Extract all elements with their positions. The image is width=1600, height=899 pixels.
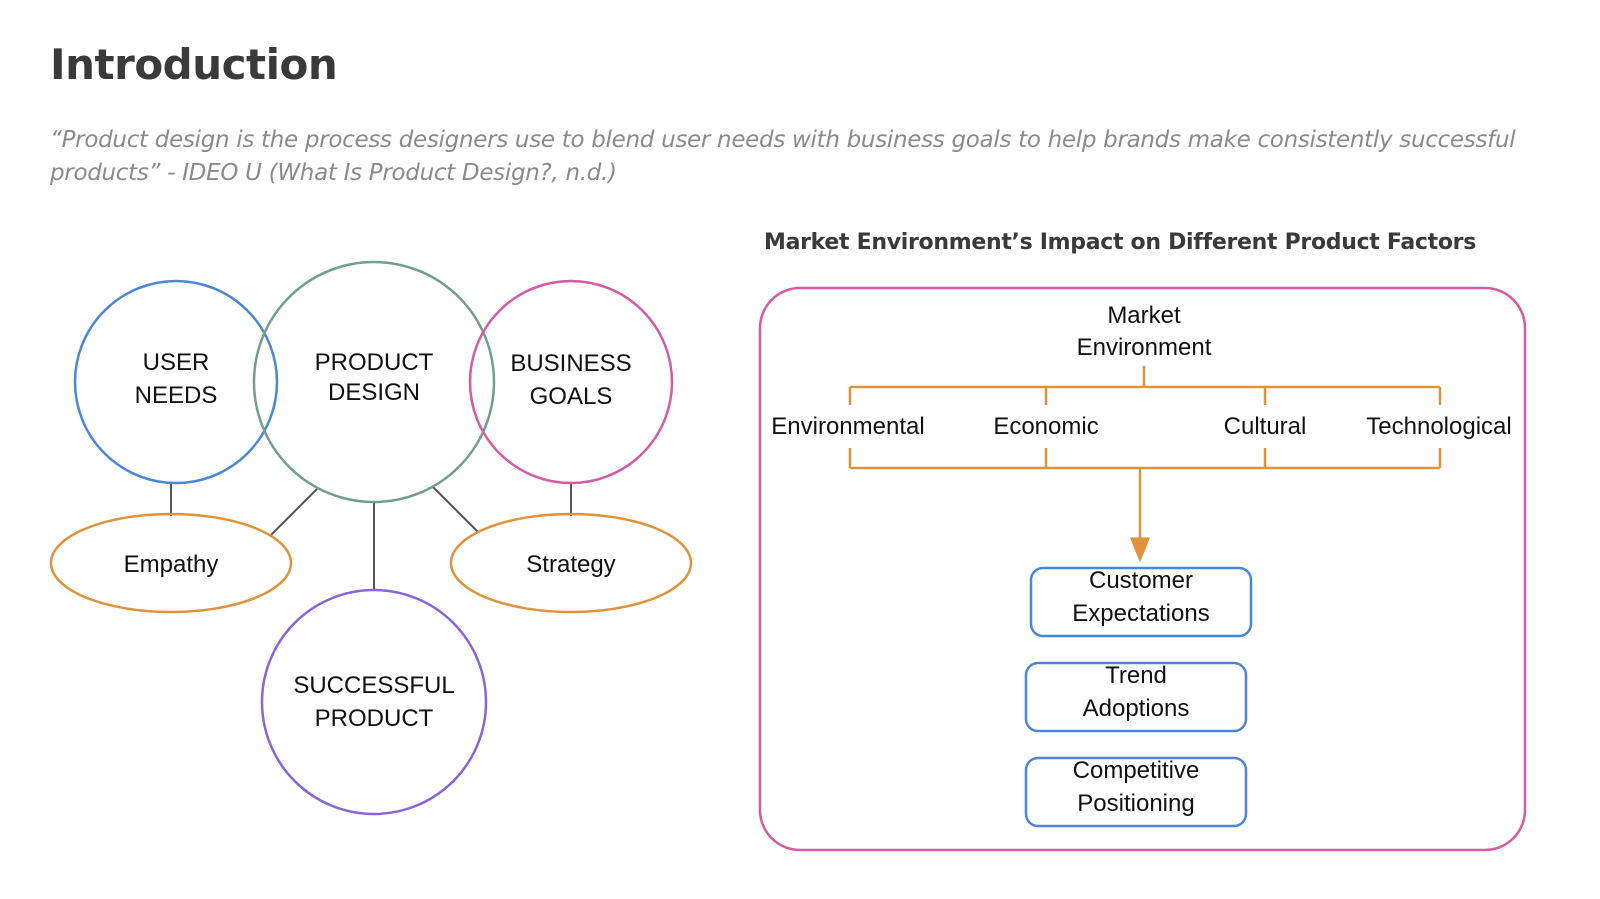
outcome-competitive-positioning: Competitive Positioning xyxy=(1024,756,1248,828)
empathy-ellipse xyxy=(49,512,293,614)
outcome-trend-adoptions: Trend Adoptions xyxy=(1024,661,1248,733)
user-needs-line-2: NEEDS xyxy=(135,382,218,409)
factor-bracket xyxy=(848,366,1442,563)
outcome-customer-expectations-line-1: Customer xyxy=(1089,567,1193,594)
factor-labels: Environmental Economic Cultural Technolo… xyxy=(771,413,1511,440)
product-design-circle xyxy=(252,260,496,504)
factor-technological: Technological xyxy=(1366,413,1511,440)
flow-title: Market Environment’s Impact on Different… xyxy=(763,230,1476,255)
business-goals-node: BUSINESS GOALS xyxy=(468,279,674,485)
product-design-line-1: PRODUCT xyxy=(315,349,434,376)
factor-cultural: Cultural xyxy=(1224,413,1307,440)
outcome-box-trend-adoptions xyxy=(1024,661,1248,733)
factor-economic: Economic xyxy=(993,413,1098,440)
user-needs-node: USER NEEDS xyxy=(73,279,279,485)
flow-frame xyxy=(758,286,1527,852)
business-goals-line-2: GOALS xyxy=(530,383,613,410)
outcome-box-customer-expectations xyxy=(1029,566,1253,638)
venn-connectors xyxy=(170,483,572,590)
outcome-trend-adoptions-line-1: Trend xyxy=(1105,662,1167,689)
user-needs-circle xyxy=(73,279,279,485)
outcome-customer-expectations-line-2: Expectations xyxy=(1072,600,1209,627)
business-goals-line-1: BUSINESS xyxy=(510,350,631,377)
successful-product-line-1: SUCCESSFUL xyxy=(293,672,454,699)
empathy-label: Empathy xyxy=(124,551,219,578)
outcome-competitive-positioning-line-2: Positioning xyxy=(1077,790,1194,817)
successful-product-circle xyxy=(260,588,488,816)
strategy-node: Strategy xyxy=(449,512,693,614)
product-design-node: PRODUCT DESIGN xyxy=(252,260,496,504)
factor-environmental: Environmental xyxy=(771,413,924,440)
product-design-line-2: DESIGN xyxy=(328,379,420,406)
business-goals-circle xyxy=(468,279,674,485)
outcome-trend-adoptions-line-2: Adoptions xyxy=(1083,695,1190,722)
strategy-label: Strategy xyxy=(526,551,615,578)
slide-title: Introduction xyxy=(50,40,338,89)
outcome-box-competitive-positioning xyxy=(1024,756,1248,828)
connector-design-empathy xyxy=(269,488,318,537)
connector-design-strategy xyxy=(431,485,479,533)
successful-product-node: SUCCESSFUL PRODUCT xyxy=(260,588,488,816)
empathy-node: Empathy xyxy=(49,512,293,614)
outcome-customer-expectations: Customer Expectations xyxy=(1029,566,1253,638)
strategy-ellipse xyxy=(449,512,693,614)
outcome-competitive-positioning-line-1: Competitive xyxy=(1073,757,1200,784)
market-environment-line-2: Environment xyxy=(1077,334,1212,361)
user-needs-line-1: USER xyxy=(143,349,210,376)
market-environment-node: Market Environment xyxy=(1077,302,1212,361)
market-environment-line-1: Market xyxy=(1107,302,1181,329)
successful-product-line-2: PRODUCT xyxy=(315,705,434,732)
quote-text: “Product design is the process designers… xyxy=(50,127,1516,186)
